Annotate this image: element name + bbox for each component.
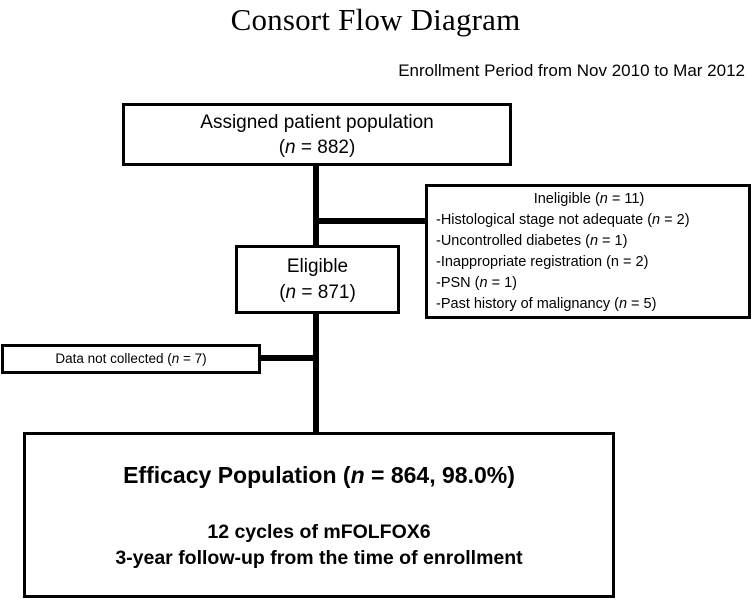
- eligible-label: Eligible: [286, 255, 349, 277]
- exclusion-n-value: = 5): [627, 295, 657, 312]
- assigned-n-symbol: n: [285, 136, 296, 158]
- exclusion-n-symbol: n: [589, 232, 599, 249]
- eligible-count: (n = 871): [279, 280, 356, 306]
- node-data-not-collected: Data not collected (n = 7): [1, 344, 261, 374]
- exclusion-label: -PSN (: [436, 274, 480, 291]
- efficacy-heading-label: Efficacy Population (: [123, 461, 351, 488]
- connector-to-ineligible: [313, 218, 427, 224]
- exclusion-n-symbol: n: [618, 295, 628, 312]
- efficacy-heading: Efficacy Population (n = 864, 98.0%): [123, 460, 515, 490]
- page-title: Consort Flow Diagram: [230, 2, 521, 37]
- efficacy-n-value: = 864, 98.0%): [364, 461, 515, 488]
- data-not-collected-n-value: = 7): [179, 351, 207, 366]
- eligible-n-symbol: n: [285, 281, 297, 303]
- exclusion-item: -Histological stage not adequate (n = 2): [436, 210, 742, 231]
- eligible-n-value: = 871): [296, 281, 356, 303]
- exclusion-label: -Histological stage not adequate (: [436, 211, 653, 228]
- efficacy-n-symbol: n: [350, 461, 365, 488]
- eligible-paren-open: (: [279, 281, 286, 303]
- ineligible-n-symbol: n: [599, 190, 608, 207]
- ineligible-n-value: = 11): [607, 190, 645, 207]
- data-not-collected-text: Data not collected (n = 7): [55, 350, 206, 368]
- node-efficacy-population: Efficacy Population (n = 864, 98.0%) 12 …: [23, 432, 615, 598]
- connector-to-data-not-collected: [258, 355, 317, 361]
- exclusion-label: -Past history of malignancy (: [436, 295, 619, 312]
- connector-assigned-to-eligible: [313, 164, 319, 247]
- node-ineligible: Ineligible (n = 11) -Histological stage …: [425, 184, 751, 319]
- enrollment-period-subtitle: Enrollment Period from Nov 2010 to Mar 2…: [398, 61, 745, 80]
- exclusion-n-value: = 1): [598, 232, 628, 249]
- exclusion-n-symbol: n: [479, 274, 488, 291]
- efficacy-detail-followup: 3-year follow-up from the time of enroll…: [115, 546, 523, 569]
- assigned-paren-open: (: [278, 136, 286, 158]
- ineligible-header: Ineligible (n = 11): [436, 189, 742, 210]
- data-not-collected-label: Data not collected (: [55, 351, 172, 366]
- exclusion-item: -Inappropriate registration (n = 2): [436, 252, 742, 273]
- assigned-label: Assigned patient population: [200, 111, 434, 133]
- assigned-n-value: = 882): [295, 136, 356, 158]
- exclusion-item: -Past history of malignancy (n = 5): [436, 294, 742, 315]
- exclusion-n-symbol: n: [652, 211, 661, 228]
- node-assigned-patient-population: Assigned patient population (n = 882): [122, 103, 512, 166]
- assigned-count: (n = 882): [279, 135, 356, 160]
- exclusion-item: -PSN (n = 1): [436, 273, 742, 294]
- data-not-collected-n-symbol: n: [171, 351, 180, 366]
- exclusion-n-symbol: n: [610, 253, 619, 270]
- node-eligible: Eligible (n = 871): [235, 245, 400, 314]
- efficacy-detail-cycles: 12 cycles of mFOLFOX6: [207, 520, 431, 543]
- connector-eligible-to-efficacy: [313, 311, 319, 434]
- exclusion-label: -Inappropriate registration (: [436, 253, 611, 270]
- exclusion-item: -Uncontrolled diabetes (n = 1): [436, 231, 742, 252]
- ineligible-header-label: Ineligible (: [533, 190, 600, 207]
- exclusion-n-value: = 2): [660, 211, 690, 228]
- exclusion-n-value: = 1): [487, 274, 517, 291]
- exclusion-label: -Uncontrolled diabetes (: [436, 232, 590, 249]
- exclusion-n-value: = 2): [618, 253, 649, 270]
